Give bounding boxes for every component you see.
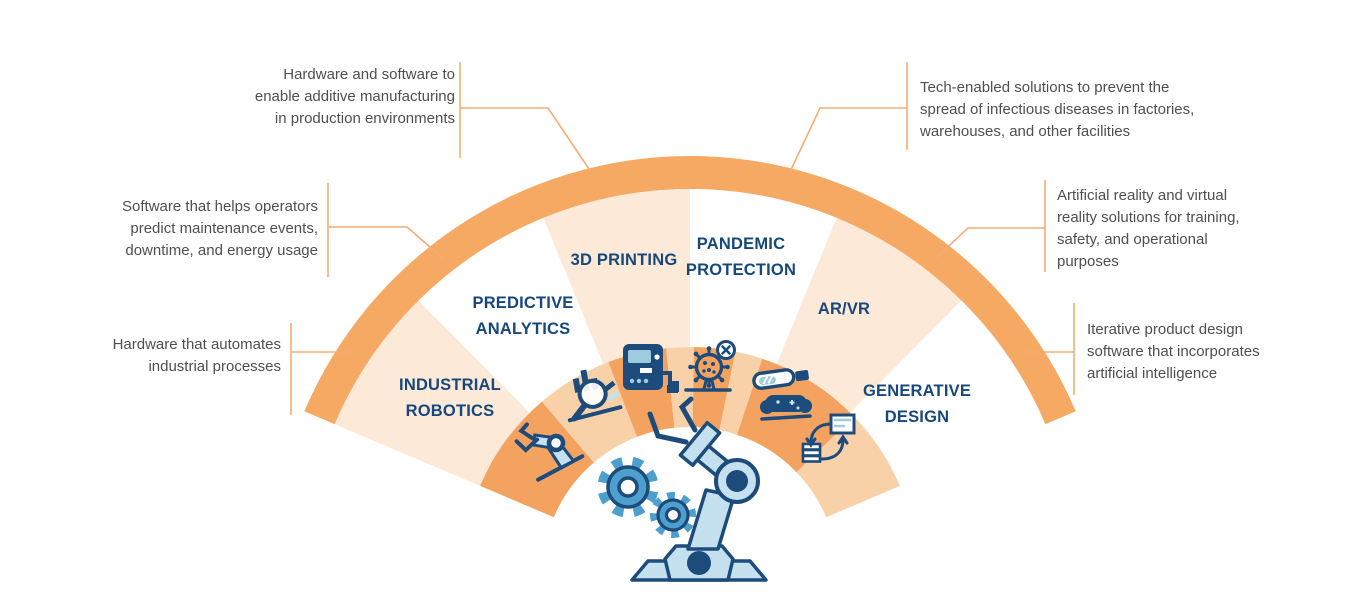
description-3d-printing: Hardware and software to enable additive… (255, 64, 455, 130)
label-predictive-analytics: PREDICTIVE ANALYTICS (472, 290, 573, 342)
icon-wedge-divider-2 (719, 351, 763, 435)
description-line: industrial processes (148, 358, 281, 375)
callout-predictive-analytics (327, 183, 446, 277)
label-line: AR/VR (817, 300, 871, 318)
label-ar-vr: AR/VR (818, 296, 870, 322)
label-3d-printing: 3D PRINTING (571, 247, 678, 273)
label-line: ANALYTICS (475, 320, 571, 338)
label-generative-design: GENERATIVE DESIGN (863, 378, 971, 430)
icon-wedge-generative-design (796, 416, 900, 518)
robot-shoulder-pivot (726, 470, 748, 492)
description-line: reality solutions for training, (1057, 209, 1240, 226)
vr-headset (752, 368, 809, 390)
gear-small (650, 492, 696, 538)
description-pandemic-protection: Tech-enabled solutions to prevent the sp… (920, 77, 1194, 143)
description-line: software that incorporates (1087, 343, 1260, 360)
description-line: Hardware and software to (283, 66, 455, 83)
label-line: DESIGN (884, 408, 950, 426)
segment-generative-design (850, 300, 1046, 486)
segment-pandemic-protection (690, 188, 837, 365)
description-line: Hardware that automates (112, 336, 281, 353)
description-line: enable additive manufacturing (254, 88, 455, 105)
segment-3d-printing (543, 188, 690, 365)
description-line: safety, and operational (1057, 231, 1208, 248)
virus-blocked-icon (684, 340, 736, 392)
vr-headset-controller-icon (752, 368, 812, 421)
robot-wrist-joint (678, 420, 722, 468)
icon-wedge-predictive-analytics (541, 362, 637, 463)
description-predictive-analytics: Software that helps operators predict ma… (122, 196, 318, 262)
segment-industrial-robotics (334, 300, 530, 486)
description-industrial-robotics: Hardware that automates industrial proce… (113, 334, 281, 378)
description-line: in production environments (274, 110, 455, 127)
robot-pedestal-pivot (687, 551, 711, 575)
iterative-design-icon (801, 413, 856, 463)
label-line: INDUSTRIAL (399, 376, 501, 394)
segment-predictive-analytics (418, 217, 604, 413)
description-line: artificial intelligence (1087, 365, 1218, 382)
label-line: PREDICTIVE (472, 294, 574, 312)
callout-3d-printing (459, 62, 592, 173)
callout-generative-design (1018, 303, 1075, 395)
robot-claw (647, 396, 698, 445)
callout-pandemic-protection (788, 62, 908, 175)
description-line: Artificial reality and virtual (1057, 187, 1228, 204)
printer-3d-icon (623, 344, 679, 393)
icon-wedge-divider-1 (666, 346, 694, 428)
robot-arm-illustration (597, 396, 768, 582)
fan-outer-band (304, 155, 1076, 425)
description-line: Software that helps operators (122, 198, 318, 215)
segment-ar-vr (776, 217, 962, 413)
description-line: purposes (1057, 253, 1119, 270)
gear-large (597, 456, 659, 518)
callout-industrial-robotics (290, 323, 356, 415)
description-line: Tech-enabled solutions to prevent the (920, 79, 1170, 96)
game-controller (760, 395, 812, 414)
label-pandemic-protection: PANDEMIC PROTECTION (686, 231, 796, 283)
description-line: warehouses, and other facilities (920, 123, 1131, 140)
description-ar-vr: Artificial reality and virtual reality s… (1057, 185, 1240, 273)
label-line: GENERATIVE (862, 382, 972, 400)
description-line: Iterative product design (1087, 321, 1243, 338)
icon-wedge-industrial-robotics (480, 401, 594, 518)
description-line: predict maintenance events, (130, 220, 318, 237)
description-generative-design: Iterative product design software that i… (1087, 319, 1260, 385)
description-line: spread of infectious diseases in factori… (920, 101, 1195, 118)
robot-arm-icon (514, 422, 585, 482)
label-line: 3D PRINTING (570, 251, 678, 269)
callout-ar-vr (935, 180, 1046, 272)
label-line: PANDEMIC (696, 235, 786, 253)
virus-body (686, 344, 732, 390)
magnifier-analytics-icon (567, 369, 623, 423)
label-line: PROTECTION (685, 261, 797, 279)
label-line: ROBOTICS (405, 402, 495, 420)
label-industrial-robotics: INDUSTRIAL ROBOTICS (399, 372, 501, 424)
description-line: downtime, and energy usage (125, 242, 318, 259)
